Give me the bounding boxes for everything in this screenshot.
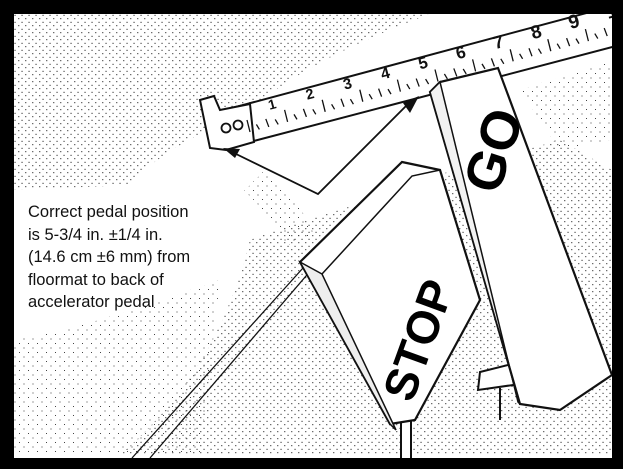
tape-tick: [481, 63, 486, 70]
tape-tick: [406, 83, 411, 90]
tape-tick: [246, 119, 251, 133]
tape-number: 1: [266, 96, 278, 113]
tape-tick: [575, 38, 580, 44]
caption-line: floormat to back of: [28, 270, 164, 289]
pedal-position-caption: Correct pedal position is 5-3/4 in. ±1/4…: [28, 201, 288, 314]
tape-tick: [547, 39, 552, 52]
tape-tick: [556, 43, 561, 50]
caption-line: accelerator pedal: [28, 293, 155, 311]
tape-tick: [349, 98, 354, 105]
tape-tick: [302, 108, 308, 118]
tape-tick: [565, 37, 571, 47]
tape-tick: [537, 48, 542, 55]
tape-tick: [584, 28, 590, 42]
tape-tick: [331, 103, 336, 110]
tape-tick: [340, 98, 345, 107]
tape-rivet-2: [232, 119, 244, 131]
tape-tick: [528, 48, 533, 57]
tape-tick: [265, 118, 270, 128]
tape-tick: [274, 119, 279, 125]
tape-tick: [509, 49, 514, 62]
tape-number: 2: [304, 86, 316, 104]
tape-tick: [255, 124, 260, 130]
tape-tick: [453, 68, 458, 77]
caption-line: Correct pedal position: [28, 203, 189, 221]
brake-pedal: STOP: [298, 160, 482, 431]
accelerator-pedal: GO: [428, 66, 614, 420]
tape-tick: [603, 27, 608, 37]
tape-tick: [594, 33, 599, 39]
tape-tick: [425, 78, 430, 85]
tape-measure: 12345678910: [198, 0, 623, 152]
tape-tick: [490, 58, 496, 67]
tape-tick: [312, 108, 317, 115]
tape-tick: [434, 69, 439, 82]
tape-tick: [462, 68, 467, 75]
caption-line: (14.6 cm ±6 mm) from: [28, 248, 191, 266]
tape-tick: [519, 53, 524, 60]
caption-line: is 5-3/4 in. ±1/4 in.: [28, 225, 163, 244]
measurement-arrows: [223, 96, 419, 196]
tape-tick: [396, 79, 402, 92]
tape-rivet-1: [220, 122, 232, 134]
tape-tick: [443, 73, 448, 80]
tape-tick: [387, 88, 392, 95]
tape-tick: [368, 93, 373, 100]
tape-tick: [500, 58, 505, 65]
tape-tick: [321, 99, 326, 112]
tape-number: 9: [566, 11, 582, 34]
floormat-edge-lines: [131, 261, 319, 459]
tape-tick: [359, 89, 364, 102]
tape-number: 5: [416, 54, 430, 74]
tape-tick: [293, 114, 298, 120]
tape-tick: [471, 59, 477, 72]
tape-tick: [377, 88, 383, 97]
tape-tick: [415, 78, 420, 87]
tape-tick: [283, 109, 289, 123]
